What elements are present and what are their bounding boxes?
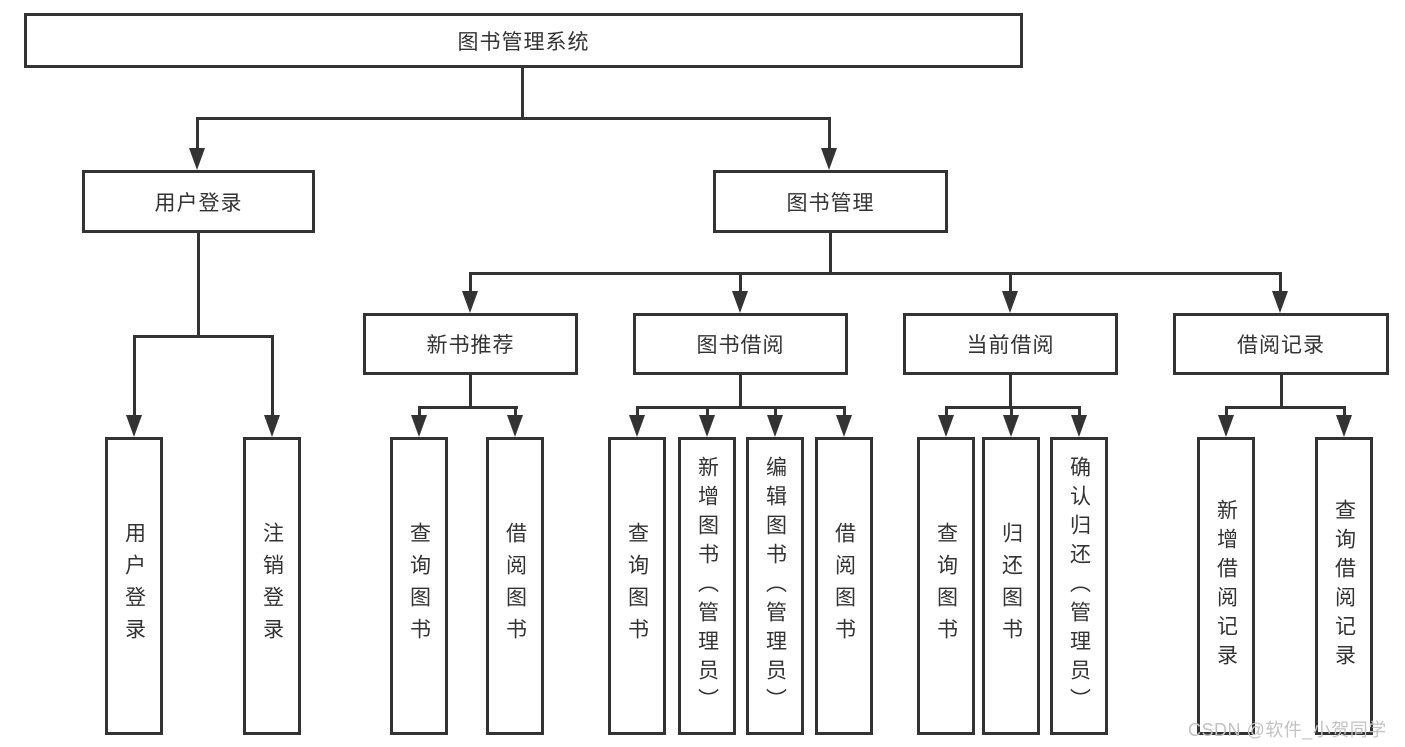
- node-label: 借阅记录: [1237, 334, 1325, 357]
- connector-line: [1343, 406, 1346, 417]
- connector-line: [1009, 272, 1012, 293]
- connector-line: [774, 406, 777, 417]
- connector-line: [1280, 375, 1283, 409]
- arrowhead-down: [821, 148, 837, 170]
- node-label: 用户登录: [154, 191, 243, 215]
- connector-line: [133, 335, 136, 417]
- node-new-book-recommendation: 新书推荐: [363, 313, 578, 375]
- arrowhead-down: [699, 415, 715, 437]
- connector-line: [1009, 375, 1012, 409]
- connector-line: [636, 406, 846, 409]
- arrowhead-down: [732, 291, 748, 313]
- arrowhead-down: [1003, 415, 1019, 437]
- node-label: 图书借阅: [696, 334, 785, 357]
- node-user-login: 用户登录: [82, 170, 315, 233]
- leaf-query-books-recommend: 查询图书: [390, 437, 448, 735]
- connector-line: [739, 272, 742, 293]
- leaf-label: 查询图书: [407, 522, 431, 650]
- leaf-label: 注销登录: [260, 522, 284, 650]
- connector-line: [843, 406, 846, 417]
- connector-line: [469, 375, 472, 409]
- connector-line: [133, 335, 274, 338]
- connector-line: [945, 406, 1081, 409]
- leaf-label: 归还图书: [999, 522, 1023, 650]
- leaf-label: 查询图书: [934, 522, 958, 650]
- arrowhead-down: [1272, 291, 1288, 313]
- leaf-label: 新增借阅记录: [1214, 499, 1238, 673]
- leaf-label: 新增图书（管理员）: [695, 455, 719, 717]
- arrowhead-down: [1336, 415, 1352, 437]
- connector-line: [1010, 406, 1013, 417]
- connector-line: [514, 406, 517, 417]
- arrowhead-down: [264, 415, 280, 437]
- leaf-borrow-books-recommend: 借阅图书: [486, 437, 544, 735]
- connector-line: [196, 117, 831, 120]
- connector-line: [521, 68, 524, 118]
- connector-line: [1225, 406, 1346, 409]
- node-library-management-system: 图书管理系统: [24, 13, 1023, 68]
- leaf-query-books-current: 查询图书: [917, 437, 975, 735]
- connector-line: [469, 272, 472, 293]
- connector-line: [1078, 406, 1081, 417]
- leaf-label: 查询借阅记录: [1332, 499, 1356, 673]
- leaf-label: 借阅图书: [503, 522, 527, 650]
- arrowhead-down: [126, 415, 142, 437]
- node-label: 图书管理: [786, 191, 875, 215]
- arrowhead-down: [938, 415, 954, 437]
- leaf-return-book: 归还图书: [982, 437, 1040, 735]
- arrowhead-down: [462, 291, 478, 313]
- node-borrowing-records: 借阅记录: [1173, 313, 1389, 375]
- node-label: 当前借阅: [966, 334, 1055, 357]
- arrowhead-down: [629, 415, 645, 437]
- node-current-borrowing: 当前借阅: [903, 313, 1118, 375]
- leaf-query-borrow-record: 查询借阅记录: [1315, 437, 1373, 735]
- connector-line: [197, 233, 200, 336]
- arrowhead-down: [189, 148, 205, 170]
- leaf-logout: 注销登录: [243, 437, 301, 735]
- arrowhead-down: [1002, 291, 1018, 313]
- node-book-borrowing: 图书借阅: [633, 313, 848, 375]
- leaf-add-borrow-record: 新增借阅记录: [1197, 437, 1255, 735]
- leaf-label: 用户登录: [122, 522, 146, 650]
- node-book-management: 图书管理: [713, 170, 948, 233]
- leaf-confirm-return-admin: 确认归还（管理员）: [1050, 437, 1108, 735]
- arrowhead-down: [1071, 415, 1087, 437]
- connector-line: [418, 406, 421, 417]
- leaf-borrow-books-borrowing: 借阅图书: [815, 437, 873, 735]
- connector-line: [636, 406, 639, 417]
- connector-line: [196, 117, 199, 150]
- arrowhead-down: [507, 415, 523, 437]
- connector-line: [706, 406, 709, 417]
- connector-line: [469, 272, 1282, 275]
- arrowhead-down: [1218, 415, 1234, 437]
- leaf-label: 借阅图书: [832, 522, 856, 650]
- leaf-label: 查询图书: [625, 522, 649, 650]
- connector-line: [1225, 406, 1228, 417]
- connector-line: [418, 406, 518, 409]
- connector-line: [828, 117, 831, 150]
- connector-line: [1279, 272, 1282, 293]
- leaf-label: 编辑图书（管理员）: [763, 455, 787, 717]
- leaf-add-book-admin: 新增图书（管理员）: [678, 437, 736, 735]
- leaf-user-login: 用户登录: [105, 437, 163, 735]
- leaf-label: 确认归还（管理员）: [1067, 455, 1091, 717]
- leaf-query-books-borrowing: 查询图书: [608, 437, 666, 735]
- arrowhead-down: [836, 415, 852, 437]
- arrowhead-down: [767, 415, 783, 437]
- connector-line: [739, 375, 742, 409]
- node-label: 新书推荐: [426, 334, 515, 357]
- connector-line: [829, 233, 832, 274]
- csdn-watermark: CSDN @软件_小贺同学: [1188, 720, 1387, 740]
- arrowhead-down: [411, 415, 427, 437]
- connector-line: [271, 335, 274, 417]
- node-label: 图书管理系统: [457, 30, 590, 54]
- connector-line: [945, 406, 948, 417]
- leaf-edit-book-admin: 编辑图书（管理员）: [746, 437, 804, 735]
